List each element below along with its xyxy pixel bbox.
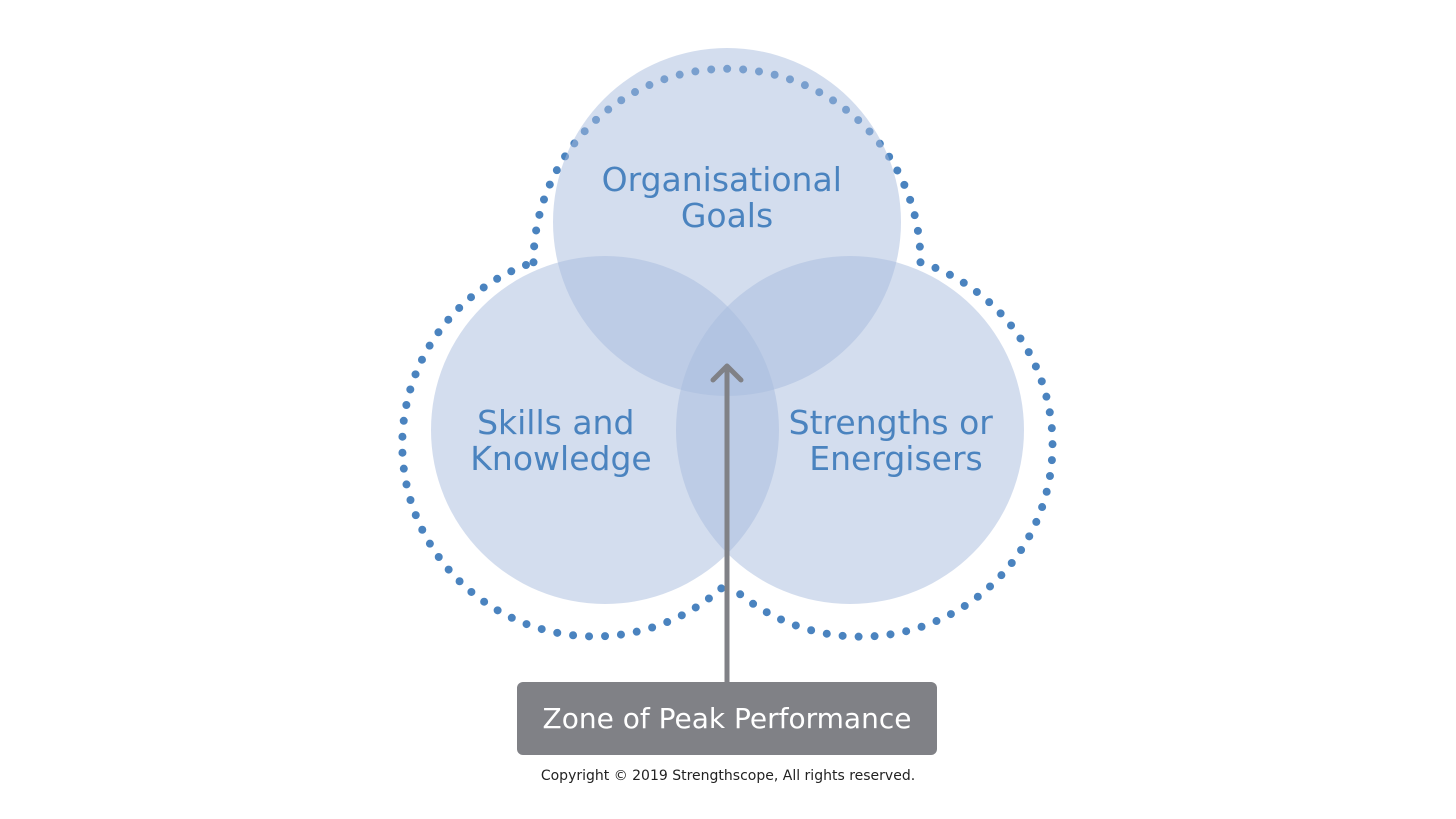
circle-strengths-energisers	[676, 256, 1024, 604]
circle-skills-knowledge	[431, 256, 779, 604]
label-strengths-energisers-line-2: Energisers	[809, 439, 982, 478]
label-skills-knowledge-line-2: Knowledge	[470, 439, 651, 478]
label-organisational-goals: Organisational Goals	[602, 160, 853, 235]
zone-of-peak-performance-label: Zone of Peak Performance	[542, 702, 912, 735]
label-organisational-goals-line-1: Organisational	[602, 160, 842, 199]
copyright-notice: Copyright © 2019 Strengthscope, All righ…	[540, 768, 916, 784]
label-strengths-energisers: Strengths or Energisers	[789, 403, 1004, 478]
dotted-outline-right-arc	[729, 258, 1057, 641]
label-skills-knowledge: Skills and Knowledge	[470, 403, 651, 478]
label-organisational-goals-line-2: Goals	[681, 196, 773, 235]
label-skills-knowledge-line-1: Skills and	[477, 403, 634, 442]
zone-of-peak-performance-box: Zone of Peak Performance	[517, 682, 937, 755]
arrow-up-icon	[710, 363, 744, 687]
arrow-head	[710, 363, 744, 383]
dotted-outline-left-arc	[398, 258, 726, 641]
venn-circles	[431, 48, 1024, 604]
label-strengths-energisers-line-1: Strengths or	[789, 403, 994, 442]
